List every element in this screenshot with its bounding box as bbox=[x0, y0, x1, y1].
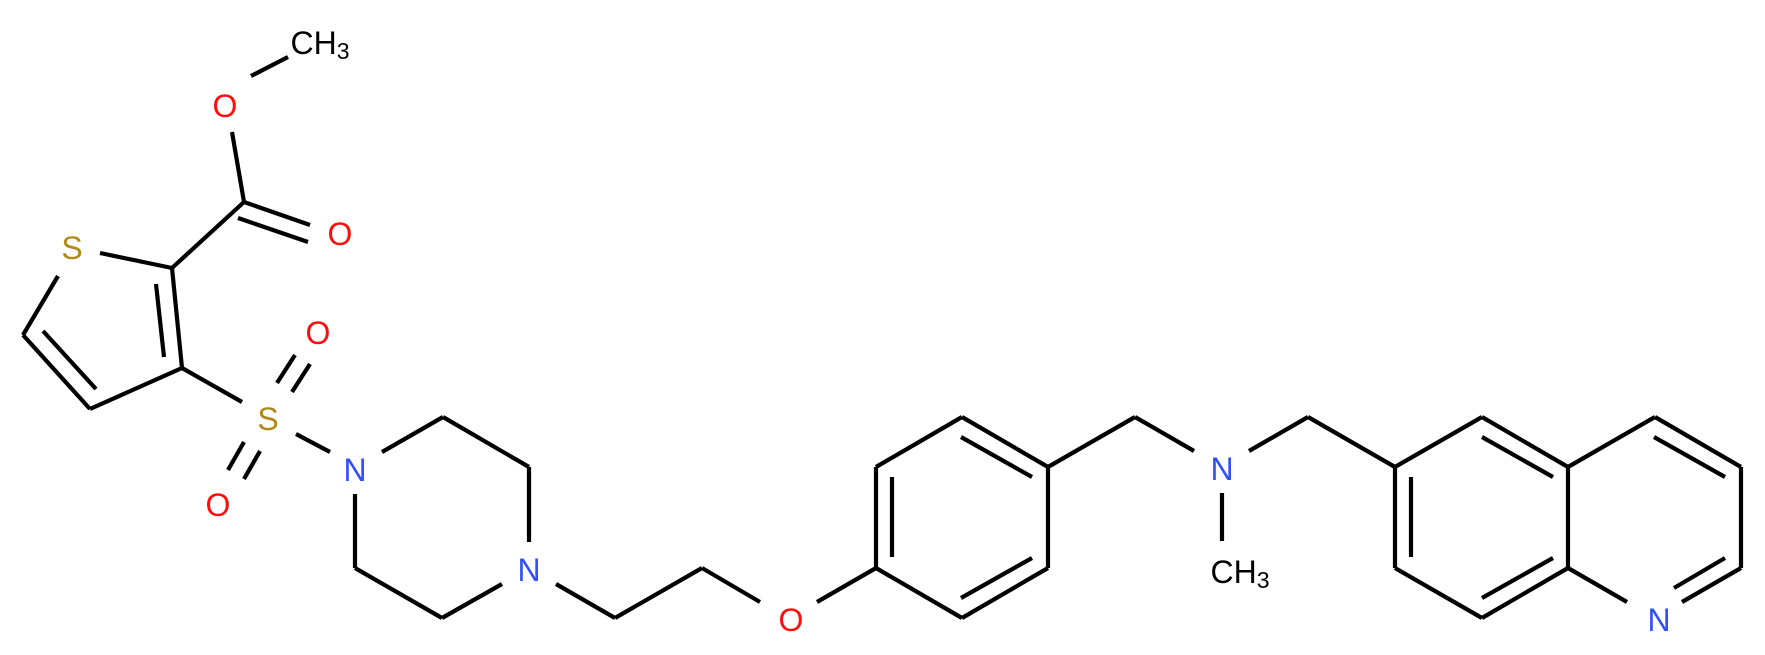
bond-line bbox=[700, 566, 762, 604]
bond-line bbox=[1566, 415, 1657, 469]
atom-label-ch3-amine: CH3 bbox=[1210, 554, 1269, 593]
bond-line bbox=[1306, 415, 1397, 469]
bond-line bbox=[1046, 415, 1137, 469]
bond-line bbox=[815, 566, 878, 604]
bond-line bbox=[1133, 415, 1196, 453]
bond-line bbox=[1672, 556, 1727, 590]
atom-label-n-pip1: N bbox=[343, 452, 366, 488]
bond-line bbox=[959, 556, 1034, 600]
bond-line bbox=[1480, 415, 1570, 469]
bond-line bbox=[21, 274, 60, 337]
bond-line bbox=[243, 200, 311, 227]
atom-label-n-amine: N bbox=[1210, 451, 1233, 487]
bond-line bbox=[959, 435, 1034, 479]
bond-line bbox=[237, 216, 309, 244]
bond-line bbox=[1653, 415, 1743, 469]
bond-line bbox=[1480, 435, 1555, 479]
bond-layer bbox=[21, 55, 1744, 620]
atom-label-o-sulfonyl-up: O bbox=[306, 315, 331, 351]
bond-line bbox=[229, 131, 247, 203]
bond-line bbox=[874, 415, 964, 469]
bond-line bbox=[554, 582, 617, 620]
bond-line bbox=[180, 366, 244, 404]
bond-line bbox=[226, 440, 246, 472]
bond-line bbox=[1480, 556, 1555, 600]
bond-line bbox=[1680, 566, 1743, 604]
bond-line bbox=[41, 329, 98, 391]
bond-line bbox=[99, 250, 173, 271]
atom-label-s-sulfonyl: S bbox=[257, 401, 278, 437]
bond-line bbox=[1393, 415, 1484, 469]
bond-line bbox=[441, 415, 531, 469]
bond-line bbox=[170, 200, 246, 270]
bond-line bbox=[21, 333, 92, 411]
bond-line bbox=[380, 415, 445, 454]
bond-line bbox=[295, 432, 331, 454]
bond-line bbox=[1480, 566, 1570, 620]
atom-label-n-quinoline: N bbox=[1647, 602, 1670, 638]
atom-label-o-sulfonyl-down: O bbox=[206, 487, 231, 523]
atom-label-o-ester: O bbox=[213, 88, 238, 124]
bond-line bbox=[275, 353, 297, 385]
bond-line bbox=[613, 566, 704, 620]
bond-line bbox=[1652, 435, 1727, 479]
bond-line bbox=[440, 582, 504, 620]
bond-line bbox=[874, 566, 964, 620]
bond-line bbox=[1247, 415, 1310, 453]
bond-line bbox=[242, 449, 262, 481]
atom-label-o-carbonyl: O bbox=[328, 216, 353, 252]
atom-label-s-thiophene: S bbox=[61, 230, 82, 266]
atom-label-o-ether: O bbox=[779, 602, 804, 638]
atom-label-ch3-ester: CH3 bbox=[290, 25, 349, 64]
atom-label-n-pip4: N bbox=[517, 552, 540, 588]
bond-line bbox=[290, 362, 312, 394]
bond-line bbox=[1566, 566, 1629, 604]
bond-line bbox=[250, 55, 289, 78]
bond-line bbox=[353, 566, 444, 620]
bond-line bbox=[153, 283, 167, 358]
bond-line bbox=[169, 267, 185, 369]
bond-line bbox=[960, 566, 1050, 620]
bond-line bbox=[1393, 566, 1484, 620]
bond-line bbox=[89, 366, 183, 411]
bond-line bbox=[960, 415, 1050, 469]
